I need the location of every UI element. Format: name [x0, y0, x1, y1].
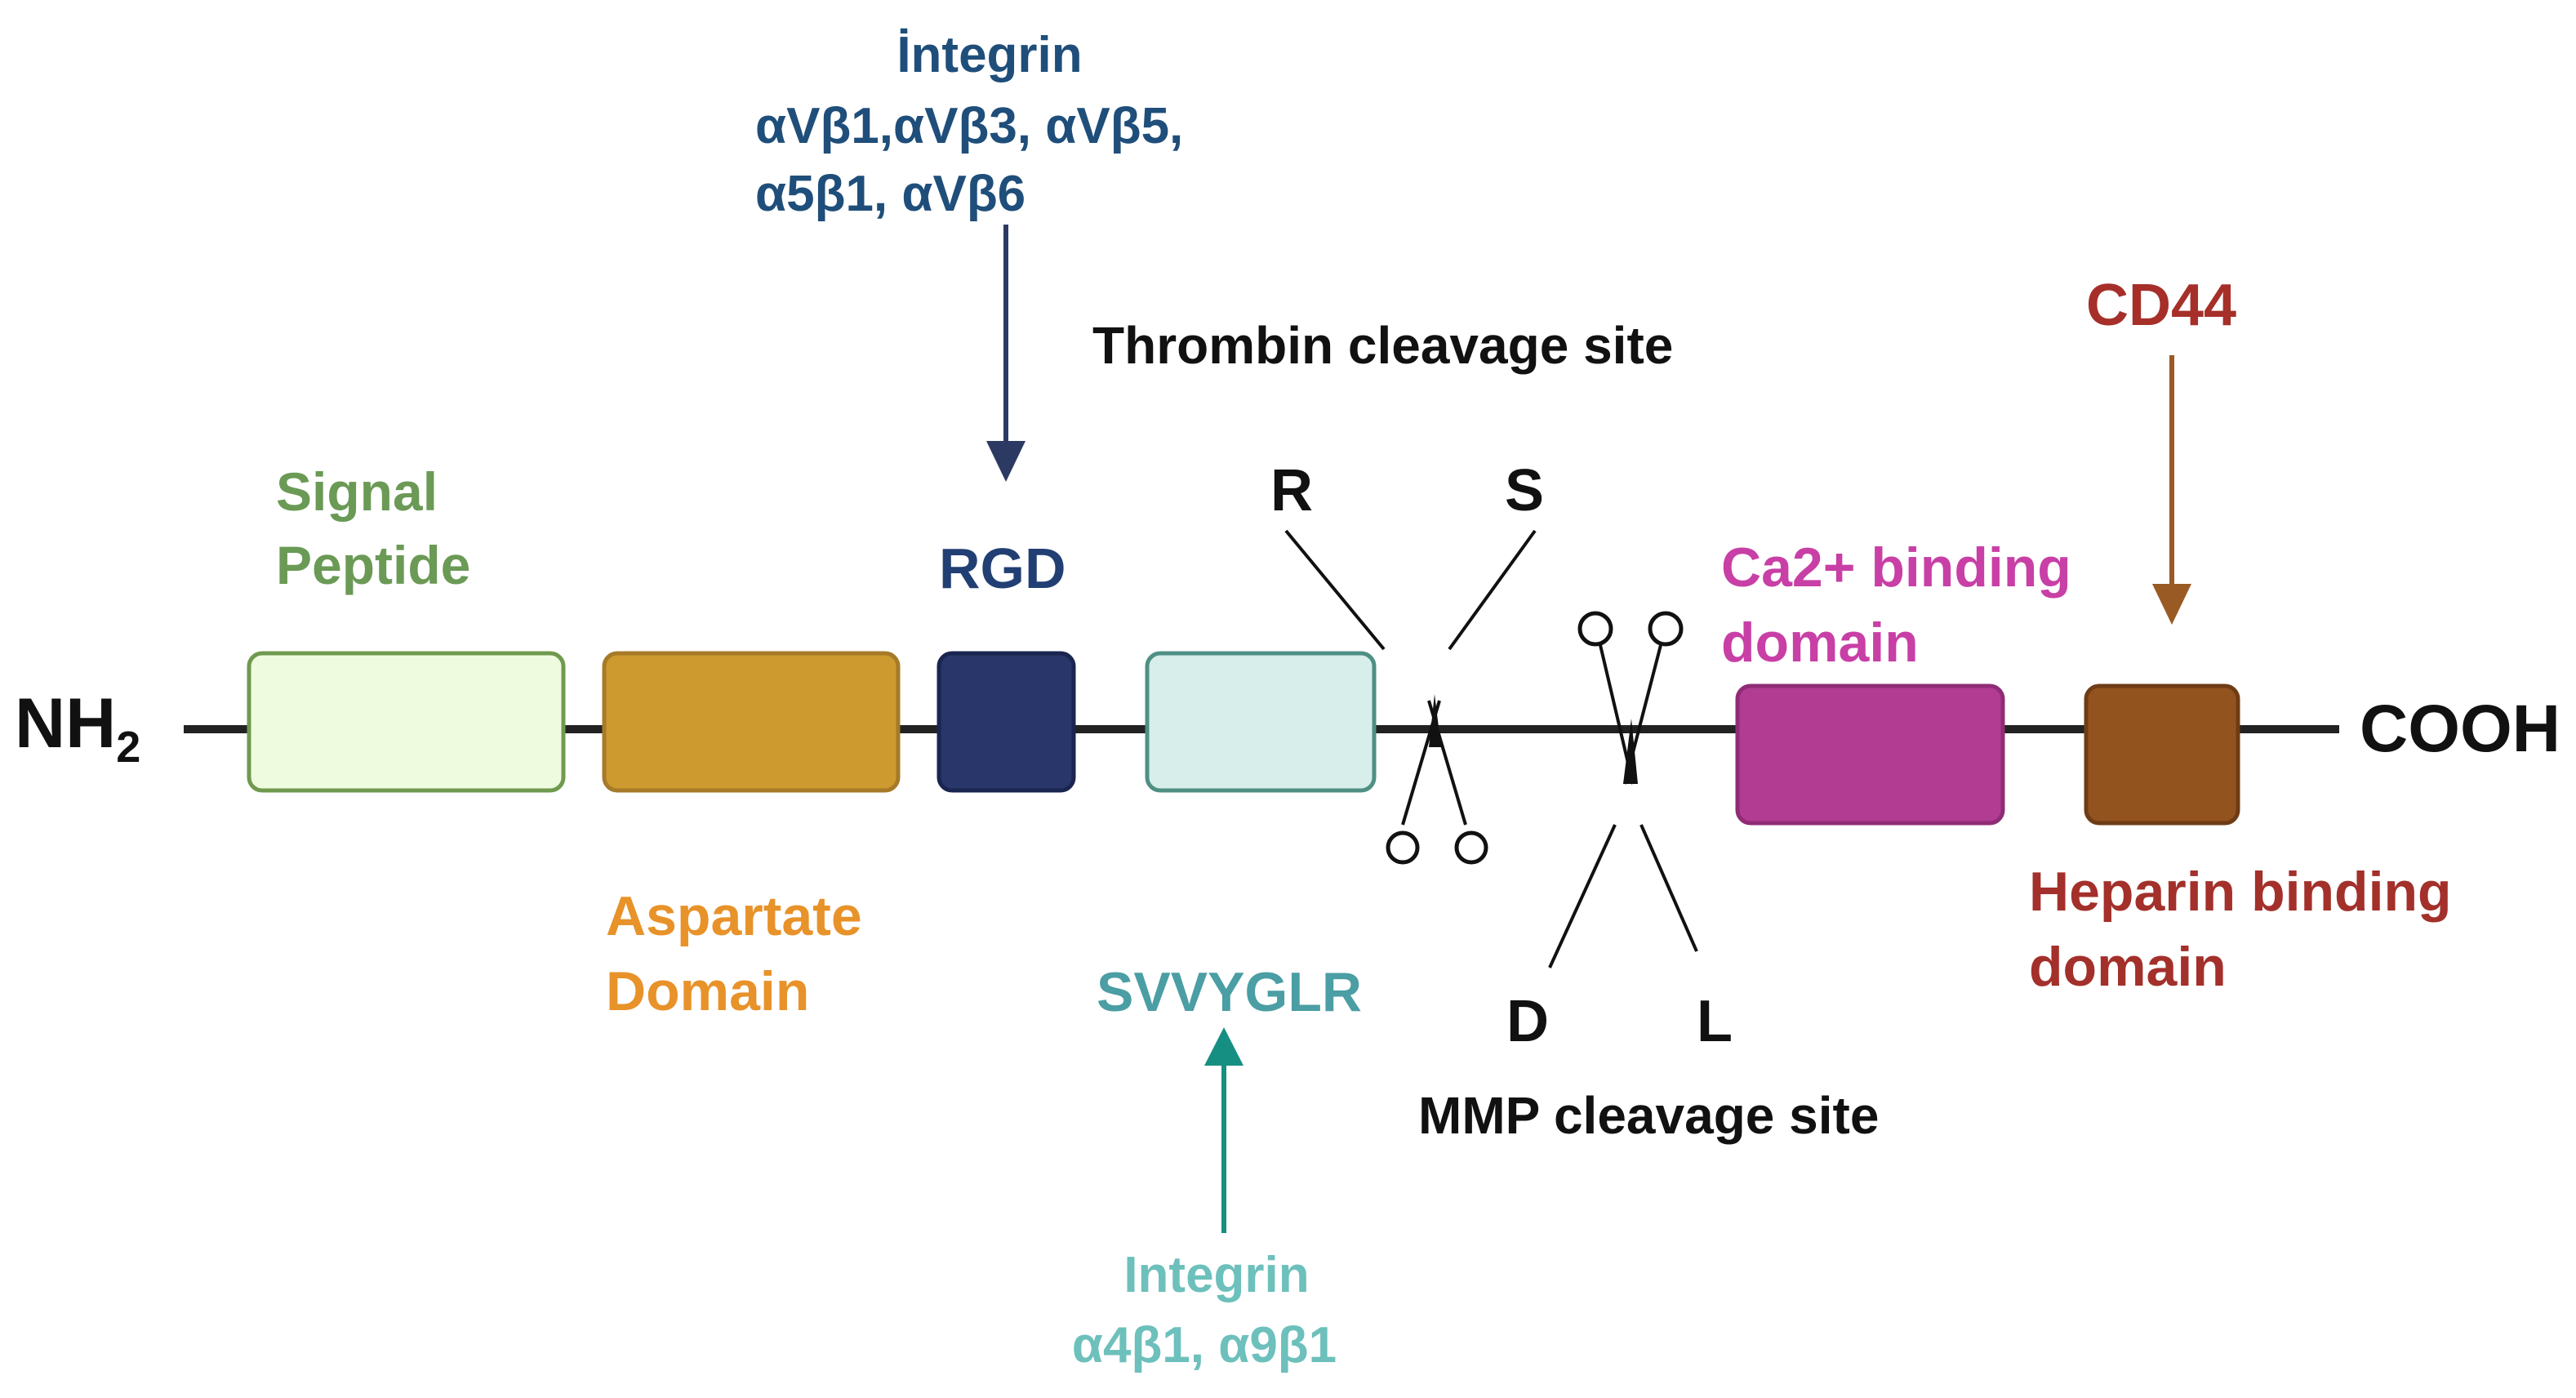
calcium-binding-box	[1735, 683, 2005, 826]
thrombin-residue-s: S	[1505, 458, 1544, 523]
scissors-thrombin-icon	[1386, 694, 1488, 865]
mmp-residue-d: D	[1506, 989, 1549, 1054]
mmp-cleavage-label: MMP cleavage site	[1418, 1086, 1879, 1145]
signal-peptide-box	[247, 651, 566, 793]
aspartate-domain-box	[602, 651, 901, 793]
svvyglr-box	[1145, 651, 1377, 793]
arrow-rgd-head	[986, 441, 1026, 482]
thrombin-pointer-left	[1284, 529, 1386, 651]
heparin-binding-box	[2084, 683, 2240, 826]
svvyglr-label: SVVYGLR	[1097, 961, 1362, 1023]
arrow-svvyglr-head	[1204, 1027, 1244, 1066]
mmp-pointer-right	[1639, 824, 1698, 952]
thrombin-pointer-right	[1448, 529, 1537, 651]
mmp-pointer-left	[1548, 824, 1617, 968]
rgd-label: RGD	[939, 536, 1066, 600]
thrombin-residue-r: R	[1270, 458, 1313, 523]
scissors-mmp-icon	[1577, 611, 1684, 785]
mmp-residue-l: L	[1697, 989, 1733, 1054]
c-terminus-label: COOH	[2360, 692, 2560, 766]
thrombin-cleavage-label: Thrombin cleavage site	[1092, 316, 1673, 375]
rgd-box	[937, 651, 1076, 793]
cd44-label: CD44	[2086, 273, 2236, 338]
n-terminus-label: NH2	[15, 684, 140, 772]
arrow-cd44-head	[2152, 584, 2191, 625]
